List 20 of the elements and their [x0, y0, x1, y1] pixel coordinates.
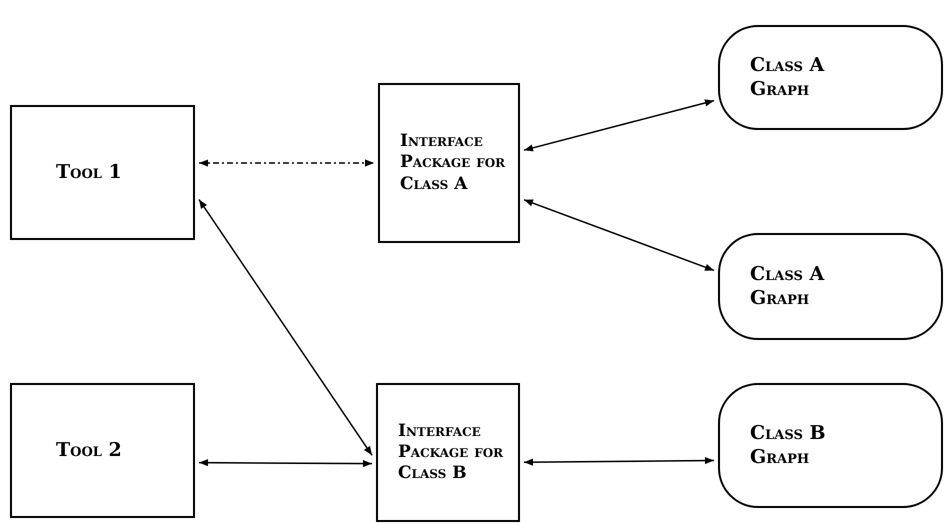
double-arrow: [198, 199, 373, 456]
interface-package-box: [376, 383, 520, 522]
graph-rounded-box: [718, 383, 943, 508]
node-label: Class A Graph: [750, 262, 826, 310]
double-arrow: [199, 159, 374, 167]
node-label: Interface Package for Class A: [400, 131, 506, 195]
double-arrow: [524, 99, 714, 152]
node-label: Class A Graph: [750, 54, 826, 102]
node-label: Tool 2: [56, 438, 122, 462]
tool-box: [10, 105, 195, 240]
double-arrow: [524, 199, 714, 272]
node-label: Class B Graph: [750, 422, 827, 470]
tool-box: [10, 383, 195, 518]
graph-rounded-box: [718, 233, 943, 340]
double-arrow: [199, 459, 372, 468]
interface-package-box: [378, 83, 520, 243]
node-label: Interface Package for Class B: [398, 420, 504, 484]
double-arrow: [524, 456, 714, 466]
node-label: Tool 1: [56, 160, 122, 184]
graph-rounded-box: [718, 25, 943, 130]
